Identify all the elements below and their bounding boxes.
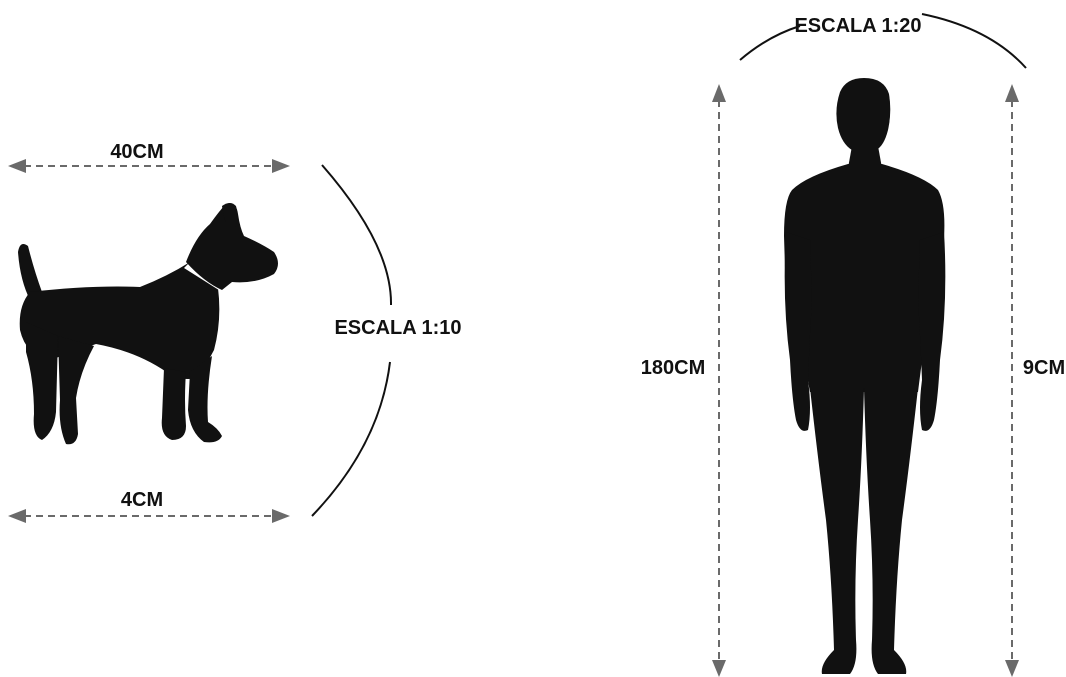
person-silhouette-icon	[784, 78, 945, 674]
person-scale-label: ESCALA 1:20	[794, 15, 921, 37]
dog-scale-arc: ESCALA 1:10	[312, 165, 462, 516]
person-scale-arc: ESCALA 1:20	[740, 14, 1026, 68]
person-scale-group: ESCALA 1:20 180CM 9CM	[641, 14, 1065, 677]
dog-scale-label: ESCALA 1:10	[334, 317, 461, 339]
dog-scaled-size-label: 4CM	[121, 489, 163, 511]
arrow-left-icon	[8, 159, 26, 173]
dog-scale-group: 40CM 4CM ESCALA 1:10	[8, 141, 462, 523]
person-scaled-size-label: 9CM	[1023, 357, 1065, 379]
dog-real-size-dimension: 40CM	[8, 141, 290, 173]
arrow-down-icon	[1005, 660, 1019, 677]
person-real-size-dimension: 180CM	[641, 84, 726, 677]
arrow-right-icon	[272, 159, 290, 173]
arrow-up-icon	[1005, 84, 1019, 102]
person-real-size-label: 180CM	[641, 357, 705, 379]
dog-real-size-label: 40CM	[110, 141, 163, 163]
arrow-left-icon	[8, 509, 26, 523]
dog-scaled-size-dimension: 4CM	[8, 489, 290, 523]
person-scaled-size-dimension: 9CM	[1005, 84, 1065, 677]
arrow-up-icon	[712, 84, 726, 102]
dog-silhouette-icon	[18, 203, 278, 444]
arrow-right-icon	[272, 509, 290, 523]
arrow-down-icon	[712, 660, 726, 677]
